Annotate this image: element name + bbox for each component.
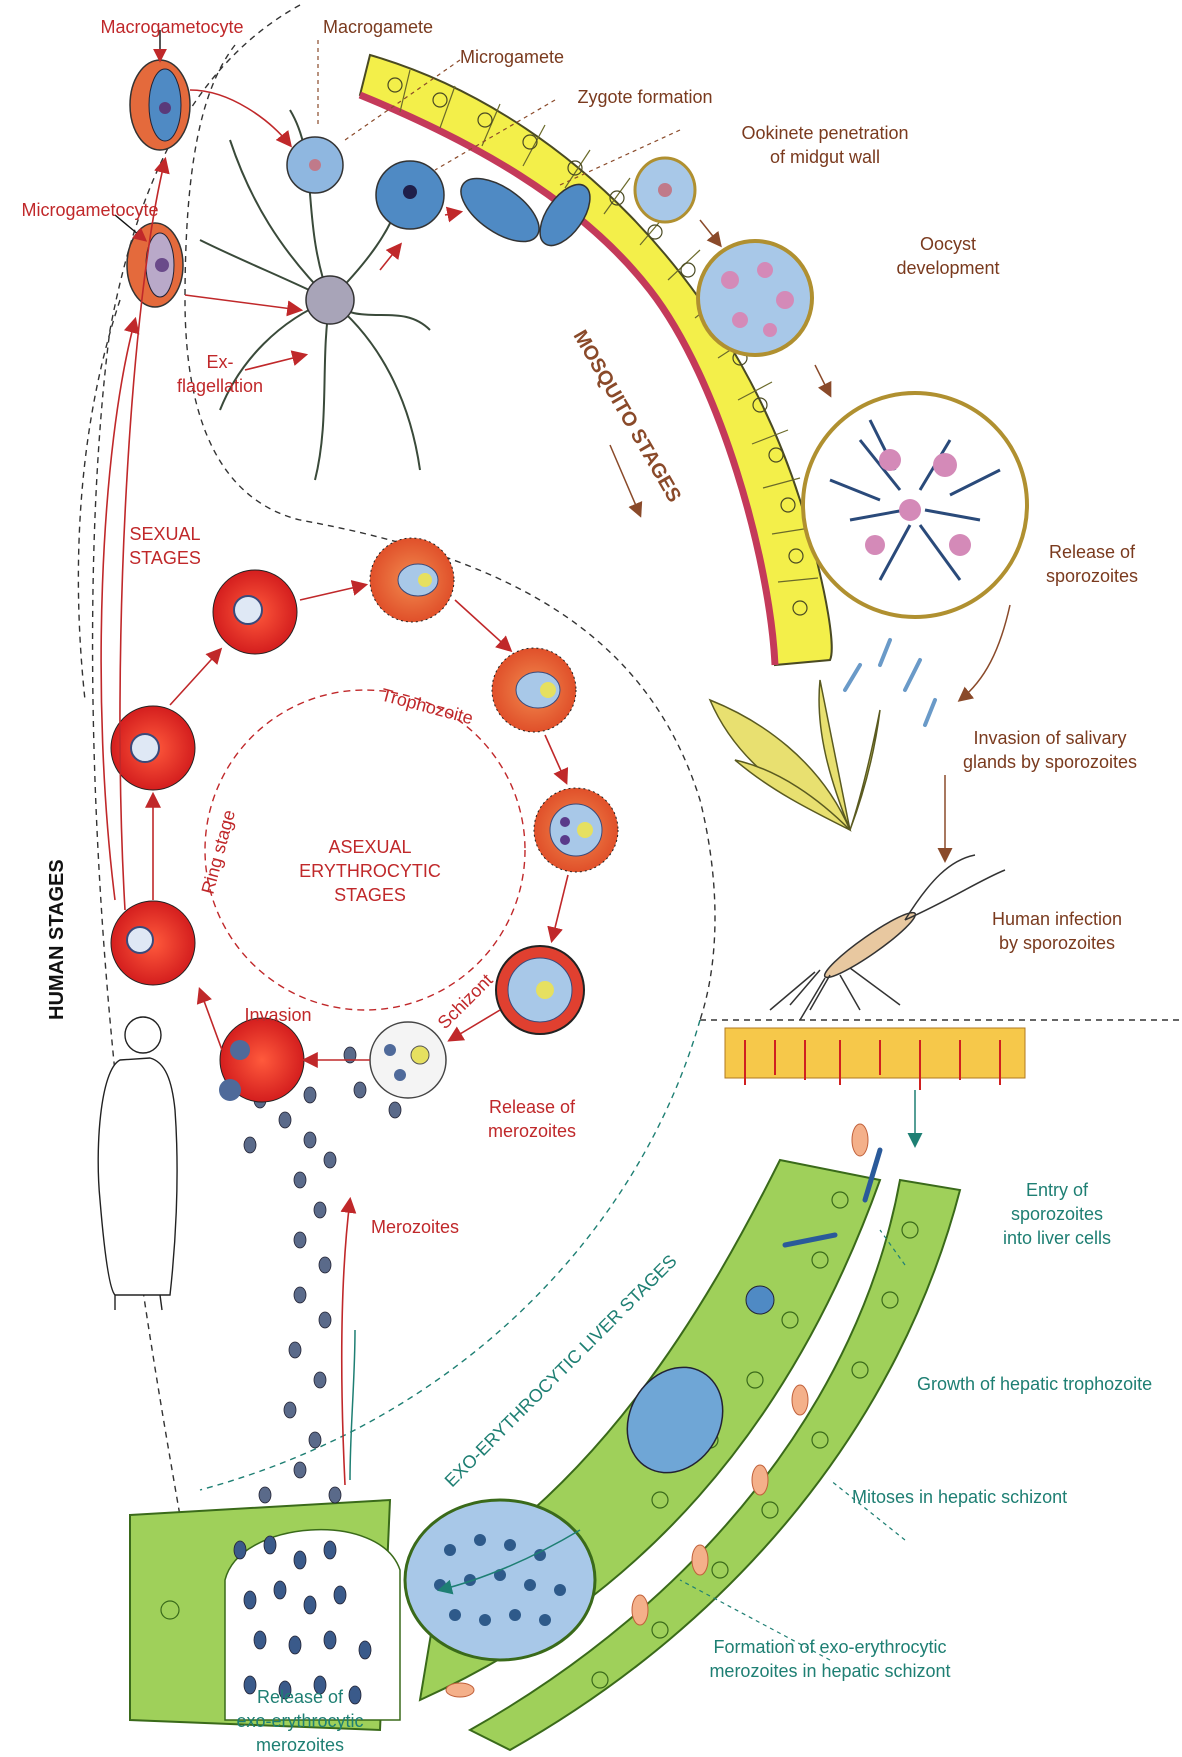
- macrogametocyte-cell: [130, 60, 190, 150]
- zygote-formation-label: Zygote formation: [550, 85, 740, 109]
- human-infection-label: Human infection by sporozoites: [967, 907, 1147, 955]
- released-sporozoites: [845, 640, 935, 725]
- rbc-mature-schizont: [496, 946, 584, 1034]
- mitoses-hepatic-label: Mitoses in hepatic schizont: [852, 1485, 1112, 1509]
- human-left-boundary: [78, 300, 120, 700]
- release-exo-label: Release of exo-erythrocytic merozoites: [200, 1685, 400, 1757]
- oocyst-development-label: Oocyst development: [873, 232, 1023, 280]
- rbc-invasion: [219, 1018, 304, 1102]
- invasion-label: Invasion: [228, 1003, 328, 1027]
- merozoites-label: Merozoites: [355, 1215, 475, 1239]
- human-stages-boundary: [93, 5, 300, 1640]
- microgametocyte-cell: [127, 223, 183, 307]
- ring-stage-label: Ring stage: [198, 808, 240, 896]
- sexual-stages-label: SEXUAL STAGES: [110, 522, 220, 570]
- growth-hepatic-label: Growth of hepatic trophozoite: [917, 1372, 1182, 1396]
- hepatic-trophozoite: [746, 1286, 774, 1314]
- invasion-salivary-label: Invasion of salivary glands by sporozoit…: [925, 726, 1175, 774]
- exflagellation-label: Ex- flagellation: [160, 350, 280, 398]
- macrogamete-label: Macrogamete: [298, 15, 458, 39]
- asexual-stages-label: ASEXUAL ERYTHROCYTIC STAGES: [290, 835, 450, 907]
- human-stages-label: HUMAN STAGES: [46, 859, 68, 1020]
- release-sporozoites-label: Release of sporozoites: [1017, 540, 1167, 588]
- oocyst: [698, 241, 812, 355]
- rbc-ring-1: [111, 901, 195, 985]
- exflagellation-body: [306, 276, 354, 324]
- entry-sporozoites-label: Entry of sporozoites into liver cells: [977, 1178, 1137, 1250]
- rbc-trophozoite-2: [492, 648, 576, 732]
- trophozoite-label: Trophozoite: [379, 685, 475, 729]
- mature-oocyst: [803, 393, 1027, 617]
- merozoite-stream: [244, 1047, 401, 1503]
- macrogametocyte-label: Macrogametocyte: [72, 15, 272, 39]
- formation-exo-label: Formation of exo-erythrocytic merozoites…: [680, 1635, 980, 1683]
- salivary-glands: [710, 680, 880, 830]
- ruptured-rbc: [370, 1022, 446, 1098]
- skin-section: [725, 1028, 1025, 1090]
- human-figure: [98, 1017, 177, 1310]
- ookinete-penetration-label: Ookinete penetration of midgut wall: [705, 121, 945, 169]
- schizont-label: Schizont: [434, 970, 497, 1033]
- microgametocyte-label: Microgametocyte: [5, 198, 175, 222]
- mosquito-stages-label: MOSQUITO STAGES: [569, 327, 685, 507]
- rbc-ring-2: [111, 706, 195, 790]
- microgamete-label: Microgamete: [432, 45, 592, 69]
- release-merozoites-label: Release of merozoites: [462, 1095, 602, 1143]
- rbc-trophozoite-1: [370, 538, 454, 622]
- rbc-ring-3: [213, 570, 297, 654]
- rbc-early-schizont: [534, 788, 618, 872]
